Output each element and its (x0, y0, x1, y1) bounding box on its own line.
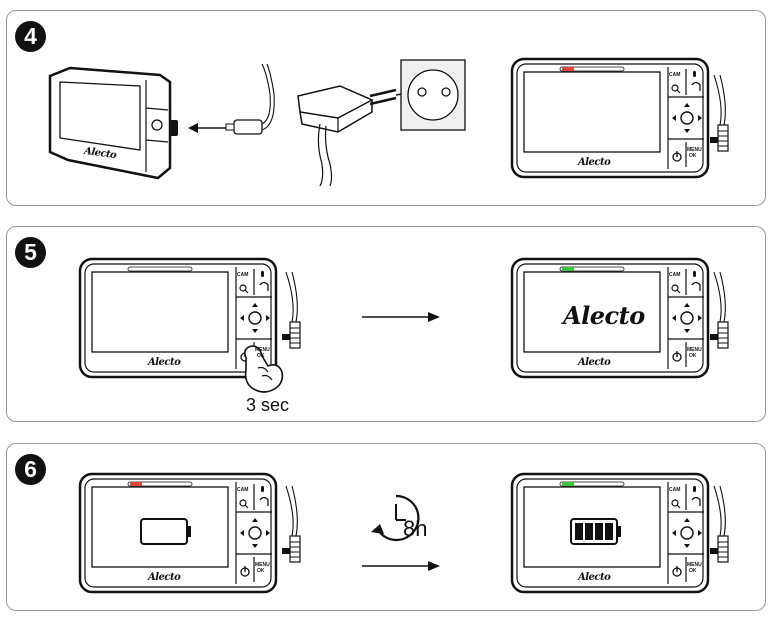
charging-cable (281, 271, 301, 349)
menu-label: MENU (687, 562, 702, 568)
cam-label: CAM (669, 272, 681, 278)
step-number-badge: 5 (15, 237, 46, 268)
brand-logo: Alecto (148, 572, 181, 583)
ok-label: OK (257, 568, 265, 574)
brand-logo: Alecto (148, 357, 181, 368)
battery-full-icon (570, 518, 621, 545)
parent-unit (78, 257, 278, 379)
charging-cable (709, 485, 729, 563)
charge-time-label: 8h (403, 516, 428, 541)
arrow-icon (361, 560, 441, 572)
menu-label: MENU (255, 562, 270, 568)
screen-brand-logo: Alecto (563, 301, 645, 330)
parent-unit (78, 472, 278, 594)
parent-unit-angled (48, 66, 178, 180)
ok-label: OK (257, 353, 265, 359)
brand-logo: Alecto (578, 357, 611, 368)
cam-label: CAM (237, 272, 249, 278)
charging-cable (709, 271, 729, 349)
ok-label: OK (689, 353, 697, 359)
menu-label: MENU (687, 147, 702, 153)
cam-label: CAM (669, 72, 681, 78)
arrow-icon (188, 123, 226, 133)
battery-empty-icon (140, 518, 191, 545)
hand-press-icon (244, 345, 284, 393)
step-number-badge: 6 (15, 454, 46, 485)
brand-logo: Alecto (578, 572, 611, 583)
timer-icon (371, 494, 420, 542)
menu-label: MENU (255, 347, 270, 353)
parent-unit (510, 472, 710, 594)
charging-cable (281, 485, 301, 563)
cam-label: CAM (237, 487, 249, 493)
dc-plug (225, 63, 275, 135)
wall-socket-icon (400, 59, 466, 131)
arrow-icon (361, 311, 441, 323)
step-number-badge: 4 (15, 21, 46, 52)
brand-logo: Alecto (578, 157, 611, 168)
press-duration-caption: 3 sec (246, 395, 290, 415)
ok-label: OK (689, 153, 697, 159)
parent-unit (510, 57, 710, 179)
cam-label: CAM (669, 487, 681, 493)
ok-label: OK (689, 568, 697, 574)
charging-cable (709, 74, 729, 152)
parent-unit (510, 257, 710, 379)
menu-label: MENU (687, 347, 702, 353)
